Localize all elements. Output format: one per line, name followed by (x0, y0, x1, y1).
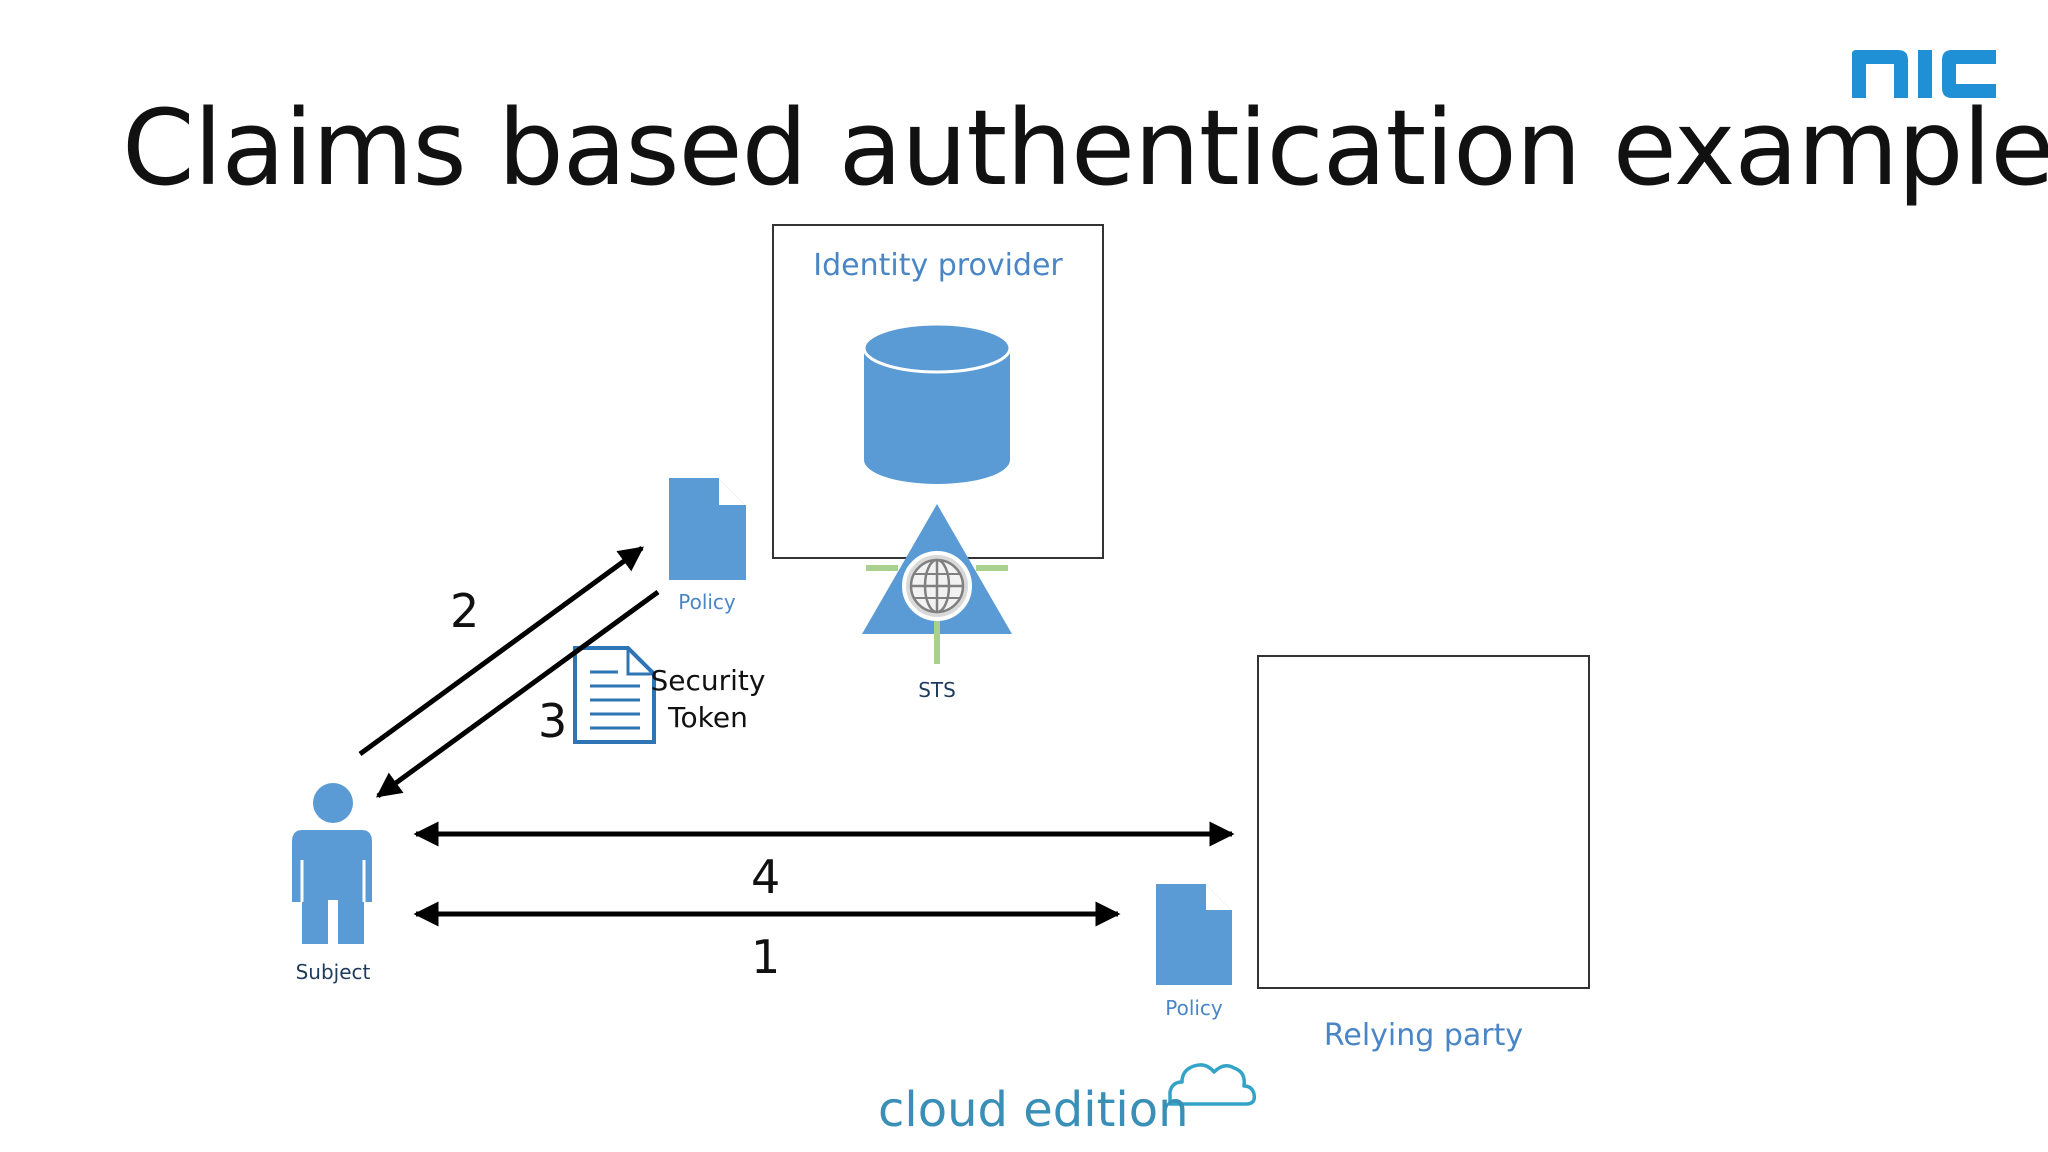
subject-label: Subject (295, 960, 371, 984)
identity-provider-label: Identity provider (813, 248, 1063, 283)
security-token-label: Security Token (648, 662, 768, 736)
policy-top-label: Policy (678, 590, 736, 614)
cloud-icon (1168, 1063, 1257, 1106)
policy-bottom-label: Policy (1165, 996, 1223, 1020)
policy-bottom-icon (1156, 884, 1232, 985)
slide-title: Claims based authentication example (122, 87, 2048, 209)
globe-icon (902, 551, 972, 621)
step-1-label: 1 (751, 930, 781, 984)
policy-top-icon (669, 478, 746, 580)
sts-label: STS (918, 678, 956, 702)
security-token-line2: Token (668, 701, 748, 734)
database-icon (862, 322, 1012, 484)
security-token-line1: Security (650, 664, 766, 697)
footer-brand: cloud edition (878, 1082, 1189, 1138)
step-3-label: 3 (538, 694, 568, 748)
relying-party-box (1257, 655, 1590, 989)
arrow-step-2 (358, 545, 645, 757)
step-2-label: 2 (450, 584, 480, 638)
person-icon (292, 783, 372, 944)
arrow-step-3 (375, 589, 660, 799)
security-token-icon (573, 646, 656, 744)
step-4-label: 4 (751, 850, 781, 904)
sts-icon (862, 504, 1012, 664)
relying-party-label: Relying party (1323, 1018, 1524, 1053)
